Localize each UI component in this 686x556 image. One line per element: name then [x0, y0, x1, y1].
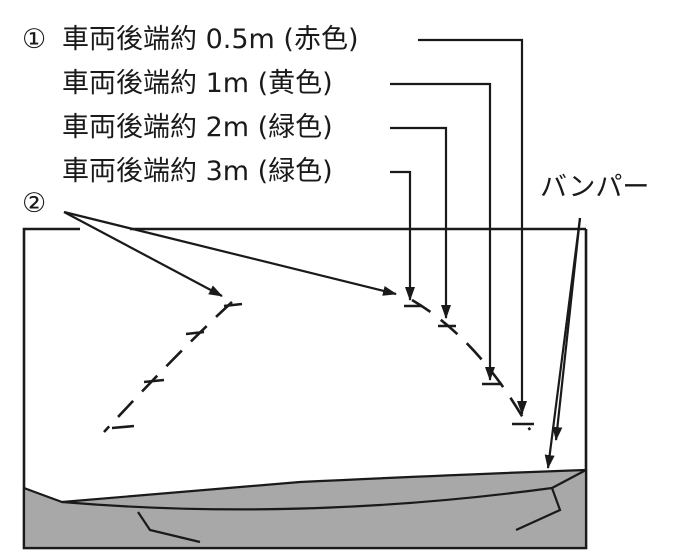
leader-3m	[390, 170, 415, 301]
leader-2-left	[63, 211, 223, 297]
leader-05m	[418, 38, 527, 415]
guide-tick-left-2	[185, 330, 205, 336]
guide-tick-left-4	[111, 424, 135, 430]
leader-2-right	[63, 210, 397, 296]
label-3m: 車両後端約 3m (緑色)	[62, 156, 333, 187]
leader-1m	[390, 82, 495, 381]
guide-line-right	[411, 298, 532, 431]
marker-1: ①	[22, 24, 46, 55]
guide-tick-left-3	[143, 378, 165, 384]
guide-line-left	[103, 301, 233, 433]
bumper-crease-right	[515, 487, 562, 532]
bumper-crease-left	[137, 511, 201, 544]
leader-2m	[390, 126, 451, 319]
bumper-arrow-2	[552, 217, 582, 441]
guide-tick-left-1	[223, 302, 243, 308]
marker-2: ②	[22, 188, 46, 219]
label-05m: 車両後端約 0.5m (赤色)	[62, 24, 358, 55]
bumper-label: バンパー	[540, 172, 649, 203]
bumper-edge-line	[61, 469, 587, 511]
label-1m: 車両後端約 1m (黄色)	[62, 68, 333, 99]
label-2m: 車両後端約 2m (緑色)	[62, 112, 333, 143]
